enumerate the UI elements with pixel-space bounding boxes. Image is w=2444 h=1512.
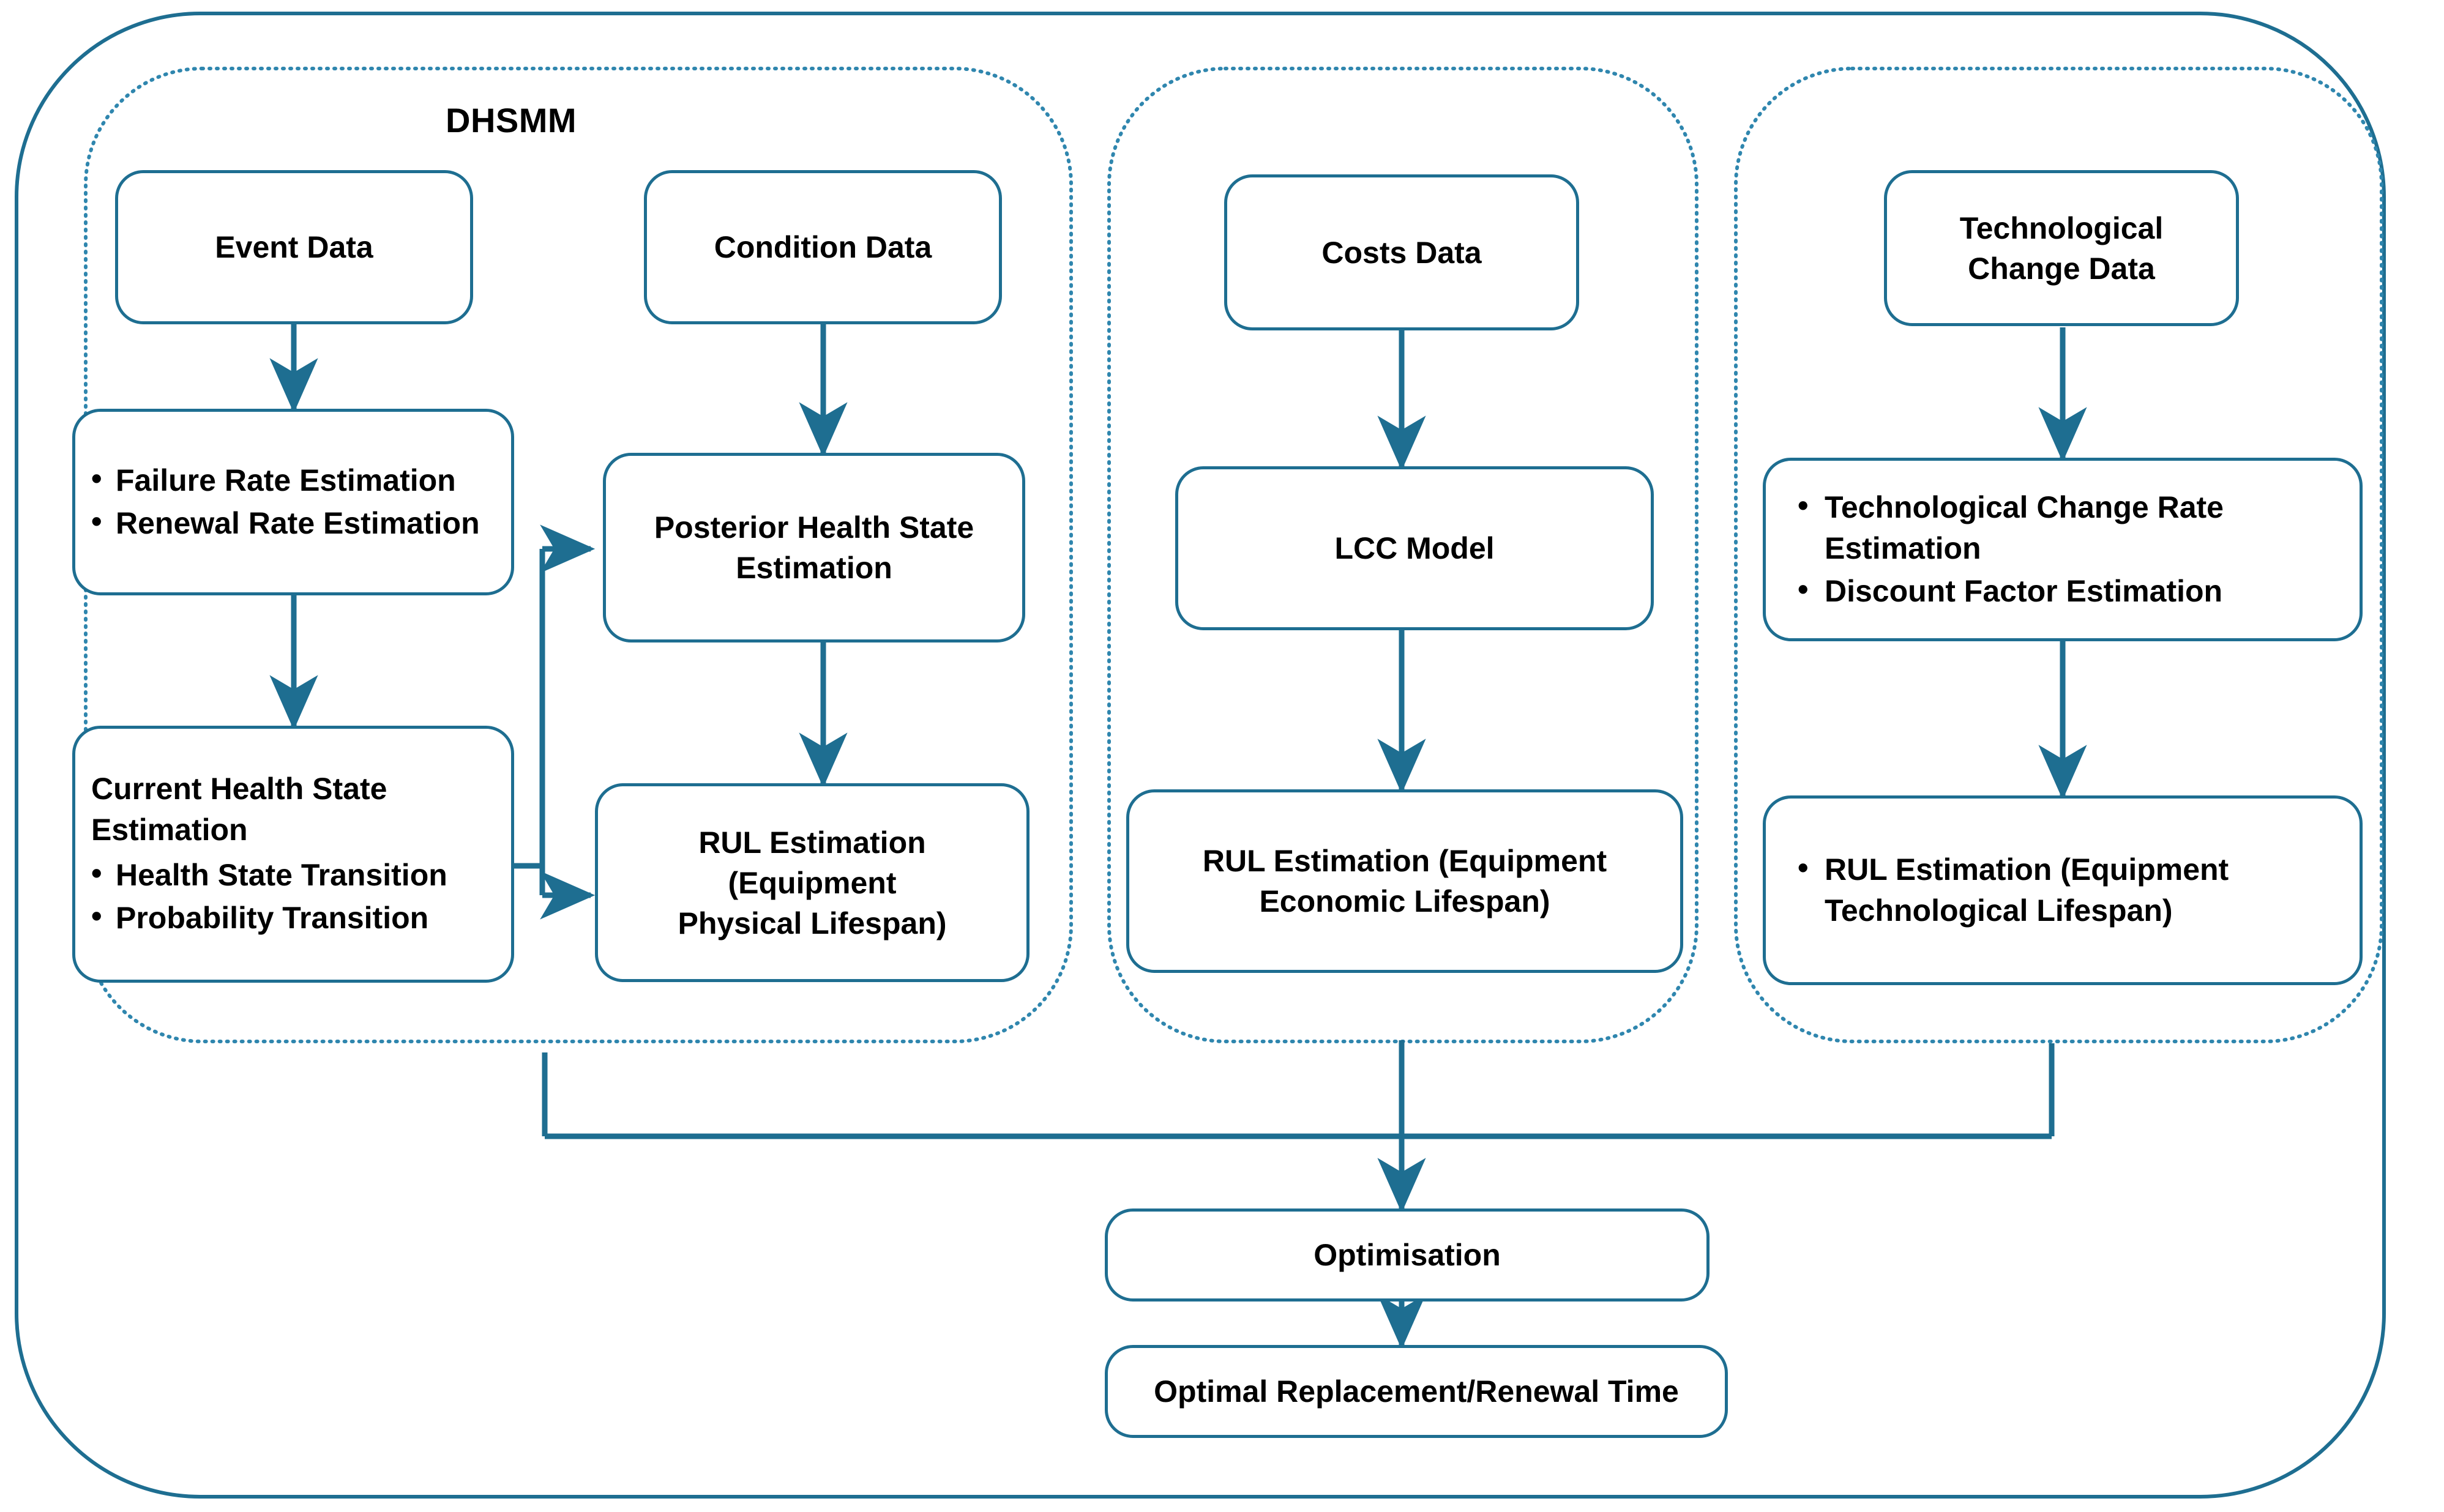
current-health-state-bullet-list: Health State Transition Probability Tran… bbox=[75, 853, 511, 940]
node-lcc-model[interactable]: LCC Model bbox=[1175, 466, 1654, 630]
tech-change-rate-bullet-discount: Discount Factor Estimation bbox=[1793, 569, 2342, 612]
node-optimisation[interactable]: Optimisation bbox=[1105, 1208, 1710, 1302]
node-rul-technological[interactable]: RUL Estimation (Equipment Technological … bbox=[1763, 795, 2363, 985]
current-health-state-lead: Current Health State Estimation bbox=[75, 769, 511, 851]
dhsmm-group-label: DHSMM bbox=[446, 101, 577, 140]
rul-technological-bullet: RUL Estimation (Equipment Technological … bbox=[1793, 847, 2342, 931]
posterior-health-state-line1: Posterior Health State bbox=[654, 510, 974, 545]
rul-economic-line2: Economic Lifespan) bbox=[1259, 884, 1550, 918]
optimal-replacement-time-label: Optimal Replacement/Renewal Time bbox=[1154, 1374, 1679, 1409]
node-event-data[interactable]: Event Data bbox=[115, 170, 473, 324]
node-current-health-state[interactable]: Current Health State Estimation Health S… bbox=[72, 726, 514, 983]
rul-economic-line1: RUL Estimation (Equipment bbox=[1202, 844, 1607, 878]
node-rul-economic[interactable]: RUL Estimation (Equipment Economic Lifes… bbox=[1126, 789, 1683, 973]
rul-physical-line3: Physical Lifespan) bbox=[678, 906, 947, 940]
tech-change-rate-bullet-rate: Technological Change Rate Estimation bbox=[1793, 485, 2342, 569]
node-rate-estimation[interactable]: Failure Rate Estimation Renewal Rate Est… bbox=[72, 409, 514, 595]
node-optimal-replacement-time[interactable]: Optimal Replacement/Renewal Time bbox=[1105, 1345, 1728, 1438]
rate-estimation-bullet-failure: Failure Rate Estimation bbox=[91, 458, 494, 501]
posterior-health-state-line2: Estimation bbox=[736, 551, 892, 585]
rate-estimation-bullet-renewal: Renewal Rate Estimation bbox=[91, 501, 494, 544]
rul-technological-bullet-list: RUL Estimation (Equipment Technological … bbox=[1766, 847, 2360, 933]
node-condition-data[interactable]: Condition Data bbox=[644, 170, 1002, 324]
rul-physical-line1: RUL Estimation bbox=[698, 825, 926, 860]
node-rul-physical[interactable]: RUL Estimation (Equipment Physical Lifes… bbox=[595, 783, 1030, 982]
lcc-model-label: LCC Model bbox=[1334, 531, 1495, 565]
tech-change-data-line2: Change Data bbox=[1968, 251, 2155, 286]
current-health-state-line2: Estimation bbox=[91, 812, 248, 847]
costs-data-label: Costs Data bbox=[1321, 235, 1482, 270]
rate-estimation-bullet-list: Failure Rate Estimation Renewal Rate Est… bbox=[75, 458, 511, 546]
tech-change-data-line1: Technological bbox=[1959, 210, 2164, 245]
node-posterior-health-state[interactable]: Posterior Health State Estimation bbox=[603, 453, 1025, 642]
node-technological-change-data[interactable]: Technological Change Data bbox=[1884, 170, 2239, 326]
current-health-state-line1: Current Health State bbox=[91, 771, 387, 806]
node-tech-change-rate[interactable]: Technological Change Rate Estimation Dis… bbox=[1763, 458, 2363, 641]
rul-physical-line2: (Equipment bbox=[728, 865, 897, 900]
current-health-state-bullet-probability: Probability Transition bbox=[91, 896, 494, 939]
node-costs-data[interactable]: Costs Data bbox=[1224, 174, 1579, 330]
optimisation-label: Optimisation bbox=[1314, 1238, 1501, 1272]
tech-change-rate-bullet-list: Technological Change Rate Estimation Dis… bbox=[1766, 485, 2360, 614]
event-data-label: Event Data bbox=[215, 230, 373, 264]
condition-data-label: Condition Data bbox=[714, 230, 932, 264]
current-health-state-bullet-transition: Health State Transition bbox=[91, 853, 494, 896]
